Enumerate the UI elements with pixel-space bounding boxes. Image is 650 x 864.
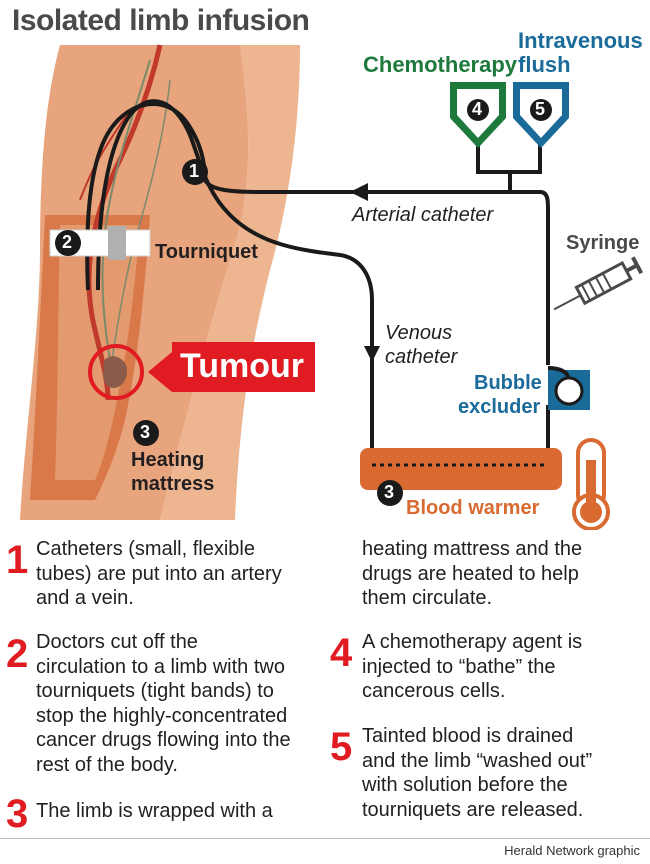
tourniquet-buckle (108, 226, 126, 260)
step-4-text: A chemotherapy agent is injected to “bat… (362, 631, 583, 702)
step-2-text: Doctors cut off the circulation to a lim… (36, 631, 291, 776)
step-5-text: Tainted blood is drained and the limb “w… (362, 725, 593, 821)
tumour-mass (103, 356, 128, 388)
step-2-number: 2 (6, 632, 29, 676)
tumour-label-box (172, 342, 315, 392)
marker-1-circle (182, 159, 208, 185)
mattress-label: mattress (131, 473, 215, 495)
chemotherapy-label: Chemotherapy (363, 52, 518, 77)
catheter-label: catheter (385, 346, 458, 368)
venous-label: Venous (385, 322, 453, 344)
step-3-number: 3 (6, 792, 29, 836)
vein-line (101, 59, 151, 361)
arterial-catheter-label: Arterial catheter (352, 204, 494, 226)
bubble-excluder-ring (554, 376, 584, 406)
page-title: Isolated limb infusion (12, 4, 310, 37)
infusion-diagram (20, 44, 644, 530)
tourniquet-label: Tourniquet (155, 241, 258, 263)
step-3-continued-text: heating mattress and the drugs are heate… (362, 538, 583, 609)
drug-connector (476, 135, 542, 192)
marker-3a-circle (133, 420, 159, 446)
arterial-catheter-line (85, 102, 550, 365)
excluder-label: excluder (458, 396, 541, 418)
tumour-label: Tumour (180, 347, 305, 385)
flush-label: flush (518, 52, 571, 77)
graphic-credit: Herald Network graphic (504, 843, 640, 858)
marker-1: 1 (189, 161, 200, 181)
marker-3b-circle (377, 480, 403, 506)
other-leg-shape (160, 45, 300, 520)
step-1-text: Catheters (small, flexible tubes) are pu… (36, 538, 282, 609)
syringe-icon (553, 256, 644, 311)
marker-3b: 3 (384, 482, 395, 502)
marker-3a: 3 (140, 422, 151, 442)
venous-flow-arrow (364, 346, 380, 362)
blood-warmer-label: Blood warmer (406, 497, 540, 519)
artery-branch (79, 109, 131, 201)
intravenous-label: Intravenous (518, 28, 643, 53)
step-3-text: The limb is wrapped with a (36, 800, 273, 822)
blood-warmer-pad (360, 448, 562, 490)
footer-divider (0, 838, 650, 839)
marker-4: 4 (472, 99, 483, 119)
marker-2-circle (55, 230, 81, 256)
arterial-flow-arrow (350, 183, 368, 201)
step-4-number: 4 (330, 631, 353, 675)
step-5-number: 5 (330, 725, 353, 769)
bubble-label: Bubble (474, 372, 542, 394)
tumour-pointer (148, 352, 172, 392)
heating-label: Heating (131, 449, 205, 471)
tumour-ring (88, 344, 144, 400)
thermometer-icon (572, 438, 610, 530)
marker-2: 2 (62, 232, 73, 252)
step-1-number: 1 (6, 538, 29, 582)
marker-5: 5 (535, 99, 546, 119)
syringe-label: Syringe (566, 232, 640, 254)
